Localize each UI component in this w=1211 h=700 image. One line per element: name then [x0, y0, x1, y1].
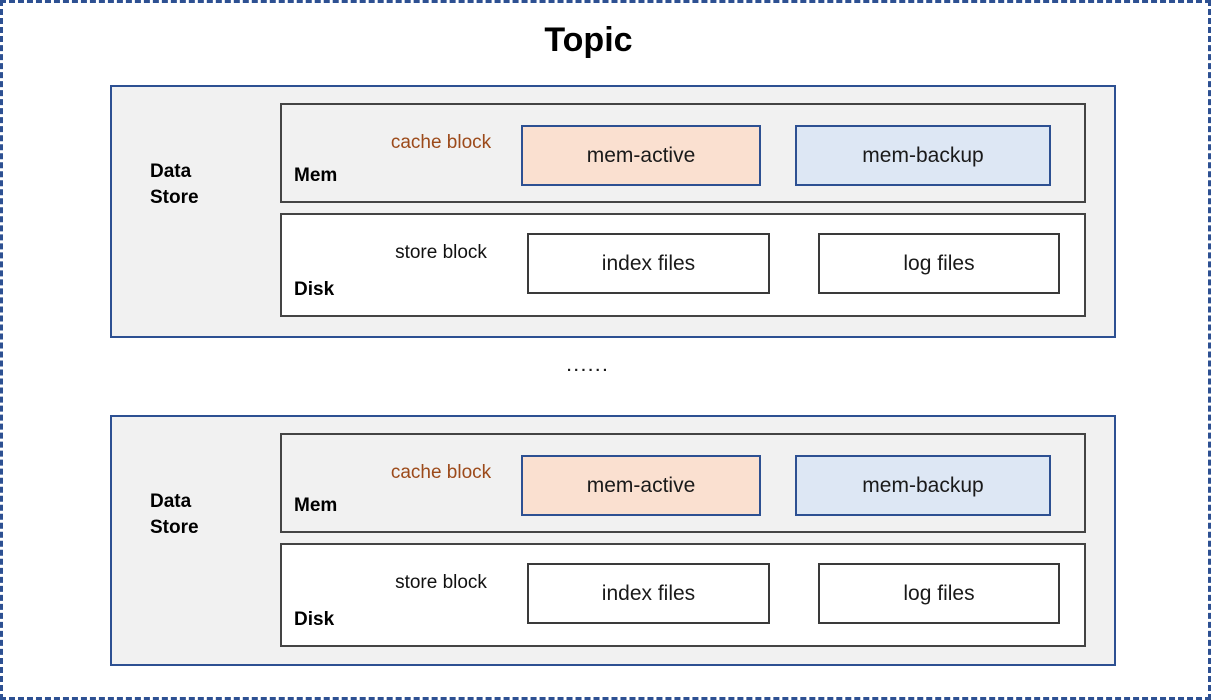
disk-tier-2: Disk store block index files log files [280, 543, 1086, 647]
mem-tier-label: Mem [294, 495, 338, 516]
mem-tier-label: Mem [294, 165, 338, 186]
data-store-label: Data Store [150, 161, 199, 208]
mem-tier-1: Mem cache block mem-active mem-backup [280, 103, 1086, 203]
store-block-label: store block [395, 242, 487, 263]
mem-backup-box[interactable]: mem-backup [795, 125, 1051, 186]
cache-block-label: cache block [390, 132, 492, 153]
log-files-box[interactable]: log files [818, 563, 1060, 624]
page-title: Topic [544, 21, 633, 59]
disk-tier-label: Disk [294, 279, 335, 300]
mem-backup-box[interactable]: mem-backup [795, 455, 1051, 516]
index-files-box[interactable]: index files [527, 563, 770, 624]
cache-block-label: cache block [390, 462, 492, 483]
ellipsis-separator: ...... [566, 358, 610, 375]
mem-active-box[interactable]: mem-active [521, 455, 761, 516]
disk-tier-1: Disk store block index files log files [280, 213, 1086, 317]
store-block-label: store block [395, 572, 487, 593]
index-files-box[interactable]: index files [527, 233, 770, 294]
mem-tier-2: Mem cache block mem-active mem-backup [280, 433, 1086, 533]
log-files-box[interactable]: log files [818, 233, 1060, 294]
data-store-container-2: Data Store Mem cache block mem-active me… [110, 415, 1116, 666]
data-store-container-1: Data Store Mem cache block mem-active me… [110, 85, 1116, 338]
disk-tier-label: Disk [294, 609, 335, 630]
mem-active-box[interactable]: mem-active [521, 125, 761, 186]
data-store-label: Data Store [150, 491, 199, 538]
